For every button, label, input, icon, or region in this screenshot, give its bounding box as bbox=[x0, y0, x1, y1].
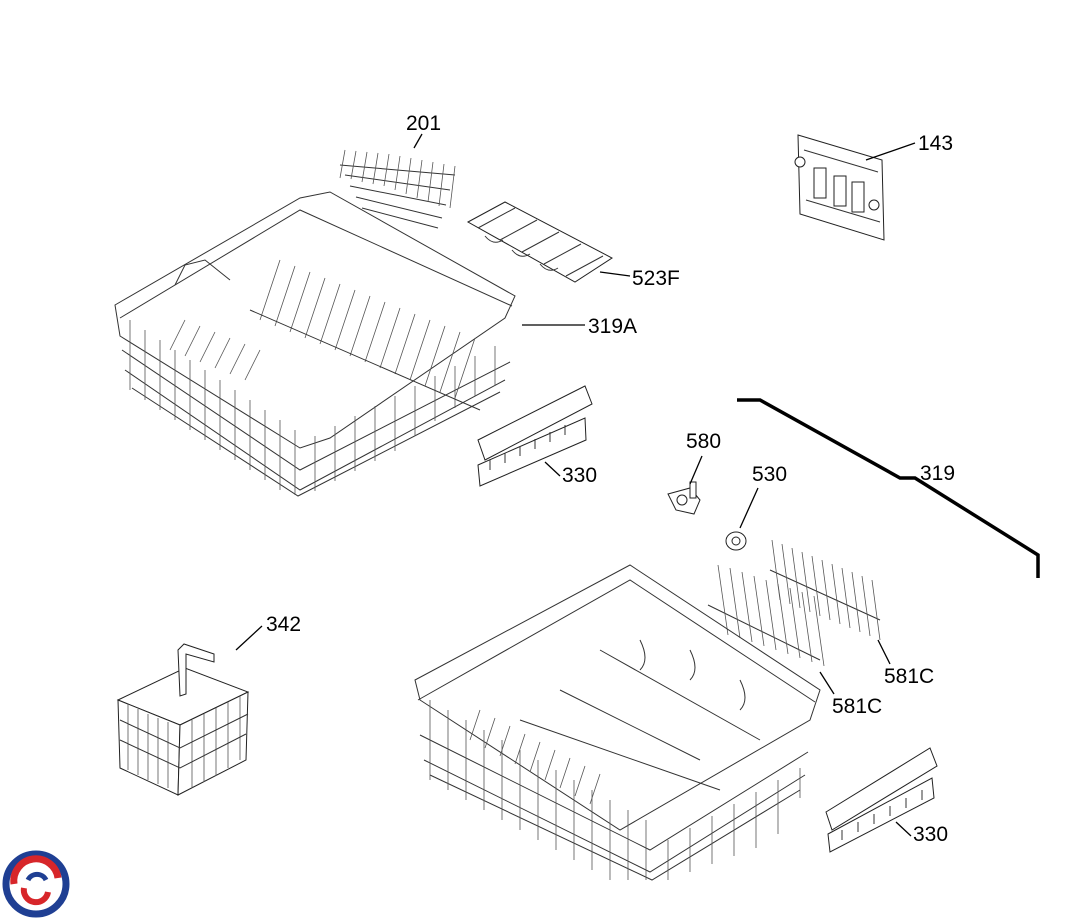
leader-143 bbox=[865, 142, 916, 161]
part-580-clip bbox=[667, 481, 701, 515]
leader-523F bbox=[599, 271, 631, 277]
part-342-cutlery-basket bbox=[116, 643, 250, 796]
label-523F: 523F bbox=[632, 267, 680, 290]
label-580: 580 bbox=[686, 430, 721, 453]
label-581C-b: 581C bbox=[832, 695, 882, 718]
part-319-gasket bbox=[737, 398, 1040, 578]
label-330-upper: 330 bbox=[562, 464, 597, 487]
label-330-lower: 330 bbox=[913, 823, 948, 846]
label-319A: 319A bbox=[588, 315, 637, 338]
leader-581C-b bbox=[819, 671, 835, 695]
leader-580 bbox=[689, 455, 703, 485]
part-581C-tines-rear bbox=[769, 539, 881, 641]
brand-logo bbox=[2, 850, 70, 918]
part-lower-basket bbox=[414, 564, 821, 881]
label-342: 342 bbox=[266, 613, 301, 636]
label-201: 201 bbox=[406, 112, 441, 135]
leader-330-lower bbox=[895, 821, 912, 837]
label-319: 319 bbox=[920, 462, 955, 485]
part-530-wheel bbox=[725, 531, 747, 551]
part-581C-tines-front bbox=[707, 564, 825, 667]
part-201-tines bbox=[339, 149, 456, 229]
label-143: 143 bbox=[918, 132, 953, 155]
leader-581C-a bbox=[877, 639, 891, 665]
part-330-lower-rail bbox=[825, 747, 938, 853]
label-581C-a: 581C bbox=[884, 665, 934, 688]
leader-342 bbox=[235, 625, 263, 651]
part-330-upper-rail bbox=[477, 385, 593, 487]
label-530: 530 bbox=[752, 463, 787, 486]
leader-201 bbox=[413, 133, 423, 149]
part-523F-shelf bbox=[466, 201, 613, 283]
leader-530 bbox=[739, 487, 759, 529]
part-319A-upper-basket bbox=[114, 191, 516, 497]
part-143-end-stop bbox=[794, 134, 885, 241]
leader-330-upper bbox=[544, 461, 561, 477]
